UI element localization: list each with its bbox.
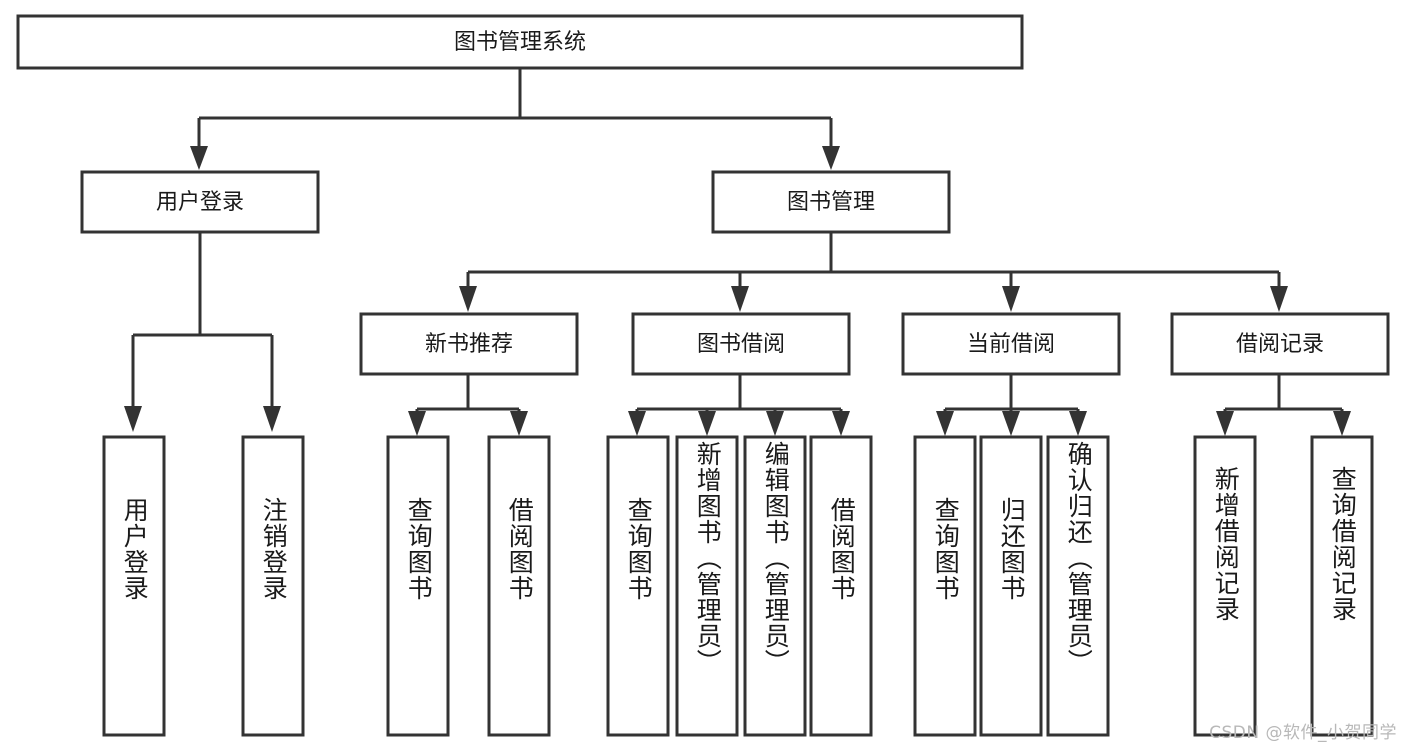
arrow-head-icon [459, 286, 477, 312]
arrow-head-icon [124, 406, 142, 432]
arrow-head-icon [263, 406, 281, 432]
node-book-borrow-label: 图书借阅 [697, 332, 785, 357]
arrow-head-icon [1333, 411, 1351, 436]
leaf-box-logout[interactable] [241, 435, 305, 737]
node-user-login[interactable]: 用户登录 [80, 170, 320, 234]
connector-book-manage-to-level3 [459, 232, 1288, 312]
leaf-box-query-record[interactable] [1310, 435, 1374, 737]
connector-new-book-to-leaves [408, 374, 528, 436]
arrow-head-icon [1002, 411, 1020, 436]
connector-borrow-record-to-leaves [1216, 374, 1351, 436]
node-book-manage[interactable]: 图书管理 [711, 170, 951, 234]
leaf-box-query-book-3[interactable] [913, 435, 977, 737]
arrow-head-icon [1270, 286, 1288, 312]
connector-user-login-to-leaves [124, 232, 281, 432]
node-new-book-recommend-label: 新书推荐 [425, 332, 513, 357]
arrow-head-icon [731, 286, 749, 312]
csdn-watermark: CSDN @软件_小贺同学 [1209, 723, 1397, 743]
node-new-book-recommend[interactable]: 新书推荐 [359, 312, 579, 376]
node-root[interactable]: 图书管理系统 [16, 14, 1024, 70]
node-current-borrow[interactable]: 当前借阅 [901, 312, 1121, 376]
arrow-head-icon [832, 411, 850, 436]
node-book-manage-label: 图书管理 [787, 190, 875, 215]
arrow-head-icon [510, 411, 528, 436]
leaf-box-user-login[interactable] [102, 435, 166, 737]
arrow-head-icon [1002, 286, 1020, 312]
arrow-head-icon [408, 411, 426, 436]
arrow-head-icon [1216, 411, 1234, 436]
leaf-box-add-book[interactable] [675, 435, 739, 737]
node-root-label: 图书管理系统 [454, 30, 586, 55]
leaf-box-borrow-book-2[interactable] [809, 435, 873, 737]
arrow-head-icon [698, 411, 716, 436]
arrow-head-icon [766, 411, 784, 436]
node-current-borrow-label: 当前借阅 [967, 332, 1055, 357]
arrow-head-icon [190, 146, 208, 170]
leaf-box-edit-book[interactable] [743, 435, 807, 737]
leaf-box-query-book-2[interactable] [606, 435, 670, 737]
connector-book-borrow-to-leaves [628, 374, 850, 436]
node-book-borrow[interactable]: 图书借阅 [631, 312, 851, 376]
node-borrow-record[interactable]: 借阅记录 [1170, 312, 1390, 376]
arrow-head-icon [1069, 411, 1087, 436]
leaf-box-borrow-book-1[interactable] [487, 435, 551, 737]
leaf-box-add-record[interactable] [1193, 435, 1257, 737]
arrow-head-icon [628, 411, 646, 436]
arrow-head-icon [936, 411, 954, 436]
connector-current-borrow-to-leaves [936, 374, 1087, 436]
leaf-box-query-book-1[interactable] [386, 435, 450, 737]
node-borrow-record-label: 借阅记录 [1236, 332, 1324, 357]
arrow-head-icon [822, 146, 840, 170]
leaf-box-confirm-return[interactable] [1046, 435, 1110, 737]
node-user-login-label: 用户登录 [156, 190, 244, 215]
connector-root-to-level2 [190, 68, 840, 170]
leaf-box-return-book[interactable] [979, 435, 1043, 737]
